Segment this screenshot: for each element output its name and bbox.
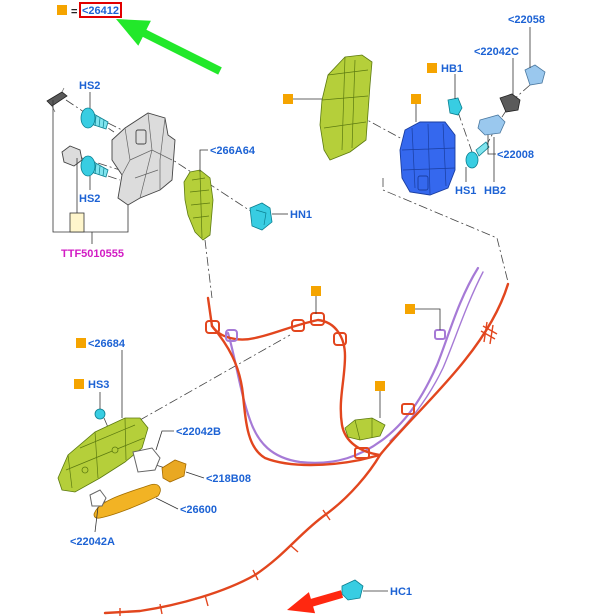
highlight-box <box>79 2 122 18</box>
assembly-line <box>485 84 531 147</box>
clip-black <box>46 87 68 113</box>
callout-26600[interactable]: <26600 <box>180 504 217 516</box>
note-marker <box>411 94 421 104</box>
screw-hs2-upper <box>80 107 109 130</box>
callout-hc1[interactable]: HC1 <box>390 586 412 598</box>
note-marker <box>76 338 86 348</box>
tool-tag-box <box>69 212 85 233</box>
callout-22042a[interactable]: <22042A <box>70 536 115 548</box>
note-markers <box>74 63 441 418</box>
cable-clip <box>291 319 305 332</box>
tool-reference-bracket <box>52 100 129 244</box>
cable-clip <box>225 329 238 342</box>
door-latch <box>399 121 456 196</box>
cable-clip <box>310 312 325 326</box>
note-marker <box>74 379 84 389</box>
cable-clip <box>354 447 370 459</box>
cable-ticks <box>119 509 331 616</box>
gasket-22042a <box>89 489 107 507</box>
callout-hs2-upper[interactable]: HS2 <box>79 80 100 92</box>
latch-cover <box>319 54 373 161</box>
note-marker-legend <box>57 5 67 15</box>
gasket-22042b <box>132 447 161 473</box>
note-marker <box>375 381 385 391</box>
assembly-line <box>107 122 123 131</box>
callout-leaders <box>89 27 531 592</box>
clip-hc1 <box>341 579 364 601</box>
assembly-line <box>139 334 291 421</box>
clip-gray <box>61 145 83 167</box>
red-pointer-arrow <box>287 590 344 614</box>
callout-22042c[interactable]: <22042C <box>474 46 519 58</box>
bolt-hb1 <box>447 97 463 116</box>
callout-26684[interactable]: <26684 <box>88 338 126 350</box>
callout-hb2[interactable]: HB2 <box>484 185 506 197</box>
cable-grommet-marker <box>480 321 498 345</box>
cable-clip <box>401 403 415 415</box>
callout-22008[interactable]: <22008 <box>497 149 534 161</box>
note-marker <box>405 304 415 314</box>
cable-bracket-green <box>344 417 386 441</box>
callout-22058[interactable]: <22058 <box>508 14 545 26</box>
assembly-line <box>457 111 473 153</box>
cable-clip <box>434 329 446 340</box>
callout-hs1[interactable]: HS1 <box>455 185 476 197</box>
assembly-line <box>204 239 213 299</box>
assembly-line <box>382 178 509 283</box>
cable-clip <box>333 332 347 346</box>
callout-266a64[interactable]: <266A64 <box>210 145 256 157</box>
bracket-22042c <box>499 93 521 113</box>
red-cable-long <box>103 282 510 615</box>
purple-cable-secondary <box>389 271 484 442</box>
clip-hn1 <box>249 202 273 231</box>
screw-hs1 <box>465 141 490 169</box>
latch-rod-lever <box>183 169 214 241</box>
screw-hs3 <box>94 408 106 420</box>
callout-hb1[interactable]: HB1 <box>441 63 463 75</box>
handle-cap-218b08 <box>161 459 187 483</box>
tool-reference-label[interactable]: TTF5010555 <box>61 248 124 260</box>
bracket-22008 <box>477 114 506 136</box>
callout-218b08[interactable]: <218B08 <box>206 473 251 485</box>
assembly-line <box>107 175 121 181</box>
callout-22042b[interactable]: <22042B <box>176 426 221 438</box>
handle-reinforcement-bracket <box>111 112 176 206</box>
screw-hs2-lower <box>80 155 109 178</box>
clip-22058 <box>524 64 546 86</box>
green-pointer-arrow <box>116 19 222 75</box>
note-marker <box>283 94 293 104</box>
outside-handle-26600 <box>93 483 161 519</box>
callout-hs2-lower[interactable]: HS2 <box>79 193 100 205</box>
callout-hs3[interactable]: HS3 <box>88 379 109 391</box>
red-cable-loop <box>206 296 382 457</box>
red-cable-inner <box>210 324 382 467</box>
cable-clip <box>205 320 220 334</box>
callout-hn1[interactable]: HN1 <box>290 209 312 221</box>
cables <box>103 266 510 616</box>
legend-equals: = <box>71 6 77 18</box>
note-marker <box>311 286 321 296</box>
callout-26412[interactable]: <26412 <box>82 5 119 17</box>
note-marker <box>427 63 437 73</box>
outside-handle-frame <box>57 417 149 493</box>
